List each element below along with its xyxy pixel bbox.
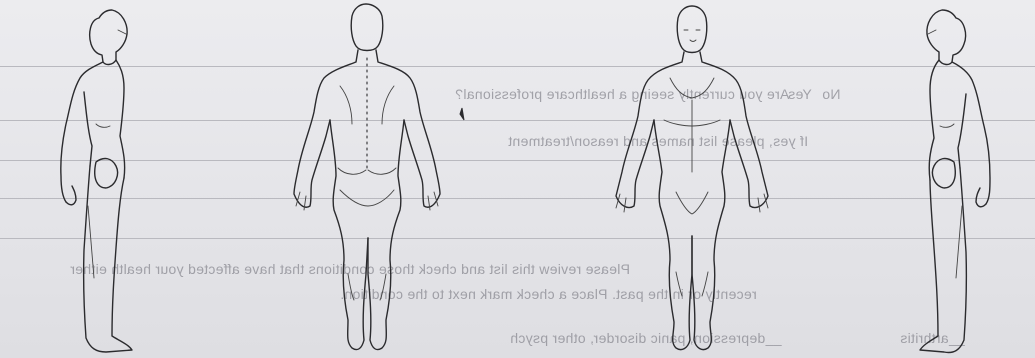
- body-side-right-icon: [920, 10, 990, 353]
- pen-mark: [460, 108, 464, 120]
- body-front-icon: [616, 6, 768, 350]
- body-back-icon: [294, 4, 440, 350]
- body-side-left-icon: [61, 10, 132, 352]
